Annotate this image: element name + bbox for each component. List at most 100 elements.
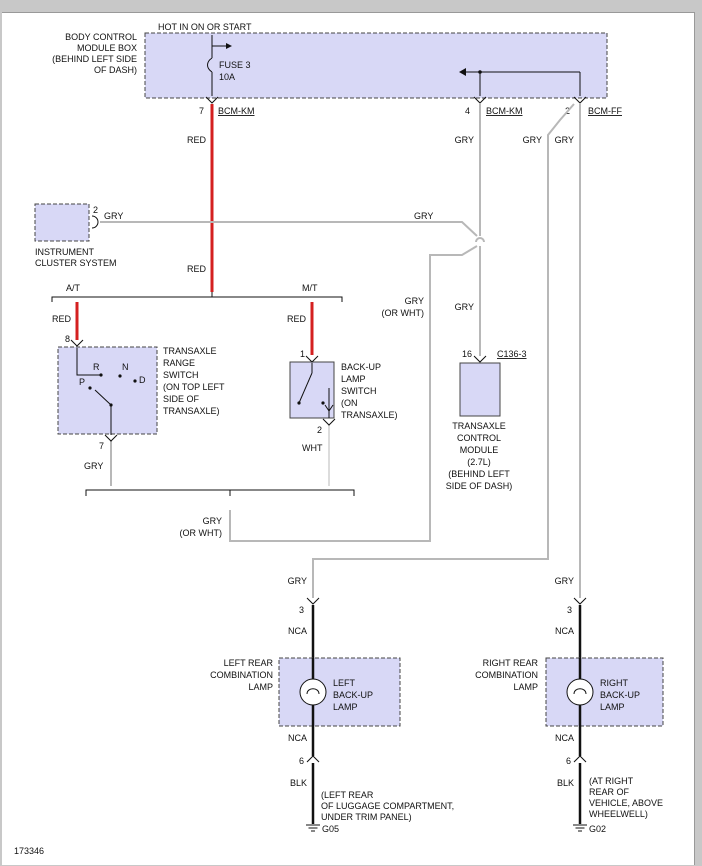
trs-pos-p: P	[79, 377, 85, 387]
link-arrow-icon	[459, 68, 466, 76]
trs-label-4: (ON TOP LEFT	[163, 382, 225, 392]
left-blk-label: BLK	[290, 778, 307, 788]
bcm-box	[144, 32, 608, 99]
wire-gry-left-lamp-label: GRY	[288, 576, 307, 586]
bcm-label-1: BODY CONTROL	[65, 32, 137, 42]
bus-label-1: BACK-UP	[341, 362, 381, 372]
bus-label-3: SWITCH	[341, 386, 377, 396]
left-lamp-pin-top: 3	[299, 605, 304, 615]
tcm-box	[459, 362, 501, 417]
wire-gry-or-wht	[229, 245, 478, 542]
left-lamp-pin-bot-connector-icon	[306, 755, 320, 763]
wire-gry-ipc-label: GRY	[414, 211, 433, 221]
bcm-pin-2-conn: BCM-FF	[588, 106, 622, 116]
mt-label: M/T	[302, 283, 318, 293]
right-lamp-pin-top-connector-icon	[573, 597, 587, 605]
right-lamp-box	[545, 657, 664, 727]
trs-pos-r: R	[93, 362, 100, 372]
right-lamp-nca-bot: NCA	[555, 733, 574, 743]
right-bulb-label-1: RIGHT	[600, 678, 629, 688]
bcm-pin-4-connector-icon	[473, 96, 487, 104]
trs-pos-d: D	[139, 375, 146, 385]
wire-gry-right-lamp-label: GRY	[555, 576, 574, 586]
bcm-pin-7-conn: BCM-KM	[218, 106, 255, 116]
tcm-label-4: (2.7L)	[467, 457, 491, 467]
trs-label-5: SIDE OF	[163, 394, 200, 404]
right-bulb-label-2: BACK-UP	[600, 690, 640, 700]
bcm-label-2: MODULE BOX	[77, 43, 137, 53]
wire-gry-or-wht-label-1a: GRY	[405, 296, 424, 306]
bcm-pin-2-connector-icon	[573, 96, 587, 104]
wires: RED RED A/T M/T RED RED GRY GRY GRY GRY …	[51, 103, 581, 598]
trs-label-3: SWITCH	[163, 370, 199, 380]
instrument-cluster: 2 INSTRUMENT CLUSTER SYSTEM	[34, 203, 117, 268]
tcm-pin: 16	[462, 349, 472, 359]
right-lamp-pin-bot: 6	[566, 756, 571, 766]
ipc-pin: 2	[93, 205, 98, 215]
fuse-label: FUSE 3	[219, 60, 251, 70]
wire-red-trs-label: RED	[52, 314, 72, 324]
left-ground-loc-2: OF LUGGAGE COMPARTMENT,	[321, 801, 454, 811]
ipc-box	[34, 203, 90, 242]
at-label: A/T	[66, 283, 81, 293]
tcm-label-5: (BEHIND LEFT	[448, 469, 510, 479]
trs-pos-n: N	[122, 362, 129, 372]
right-bulb-icon	[566, 678, 594, 706]
left-lamp-box	[278, 657, 401, 727]
bus-pin-out: 2	[317, 425, 322, 435]
right-lamp-label-1: RIGHT REAR	[483, 658, 539, 668]
tcm-label-2: CONTROL	[457, 433, 501, 443]
switch-output-bracket	[85, 489, 355, 496]
ipc-label-2: CLUSTER SYSTEM	[35, 258, 117, 268]
wire-gry-tcm-label: GRY	[455, 302, 474, 312]
fuse-rating: 10A	[219, 72, 235, 82]
right-bulb-label-3: LAMP	[600, 702, 625, 712]
wire-gry-bcm2-left	[312, 103, 575, 598]
bus-label-5: TRANSAXLE)	[341, 410, 398, 420]
right-lamp-pin-top: 3	[567, 605, 572, 615]
right-lamp-pin-bot-connector-icon	[573, 755, 587, 763]
feed-arrow-icon	[226, 43, 232, 49]
wire-wht-label: WHT	[302, 443, 323, 453]
backup-lamp-switch: 1 2 BACK-UP LAMP SWITCH (ON TRANSAXLE)	[289, 349, 398, 435]
transaxle-control-module: 16 C136-3 TRANSAXLE CONTROL MODULE (2.7L…	[446, 349, 527, 491]
ipc-pin-connector-icon	[91, 215, 99, 229]
wire-gry-crossover	[475, 237, 485, 243]
wire-gry-or-wht-label-2b: (OR WHT)	[180, 528, 223, 538]
left-lamp-label-2: COMBINATION	[210, 670, 273, 680]
tcm-label-1: TRANSAXLE	[452, 421, 506, 431]
right-lamp-nca-top: NCA	[555, 626, 574, 636]
ipc-label-1: INSTRUMENT	[35, 247, 94, 257]
wire-gry-bcm4-label: GRY	[455, 135, 474, 145]
right-lamp-label-2: COMBINATION	[475, 670, 538, 680]
trs-label-6: TRANSAXLE)	[163, 406, 220, 416]
wire-red-label-1: RED	[187, 135, 207, 145]
left-lamp-nca-bot: NCA	[288, 733, 307, 743]
bcm-pin-7: 7	[199, 106, 204, 116]
trs-label-1: TRANSAXLE	[163, 346, 217, 356]
right-blk-label: BLK	[557, 778, 574, 788]
tcm-conn: C136-3	[497, 349, 527, 359]
wire-red-bus-label: RED	[287, 314, 307, 324]
wire-red-label-2: RED	[187, 264, 207, 274]
bus-switch-blade-icon	[298, 372, 313, 404]
hot-in-label: HOT IN ON OR START	[158, 22, 252, 32]
wire-gry-ipc	[100, 221, 478, 237]
trs-label-2: RANGE	[163, 358, 195, 368]
trs-pin-out: 7	[99, 441, 104, 451]
right-ground-loc-3: VEHICLE, ABOVE	[589, 798, 663, 808]
ground-icon	[573, 824, 587, 832]
left-lamp-nca-top: NCA	[288, 626, 307, 636]
fuse-icon	[207, 57, 213, 73]
left-lamp-label-3: LAMP	[248, 682, 273, 692]
wire-gry-or-wht-label-2a: GRY	[203, 516, 222, 526]
left-bulb-icon	[299, 678, 327, 706]
left-bulb-label-1: LEFT	[333, 678, 356, 688]
bus-label-4: (ON	[341, 398, 358, 408]
left-lamp-pin-bot: 6	[299, 756, 304, 766]
left-ground-loc-3: UNDER TRIM PANEL)	[321, 812, 412, 822]
wire-gry-or-wht-label-1b: (OR WHT)	[382, 308, 425, 318]
trs-pin-out-connector-icon	[104, 434, 118, 442]
left-lamp-pin-top-connector-icon	[306, 597, 320, 605]
